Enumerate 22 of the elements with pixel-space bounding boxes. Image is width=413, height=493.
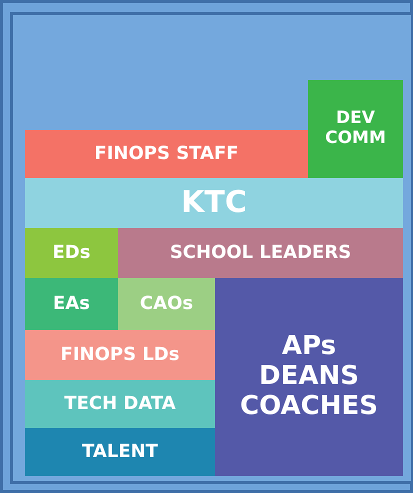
block-label: FINOPS STAFF bbox=[94, 144, 239, 164]
block-label: EAs bbox=[53, 294, 90, 314]
block bbox=[215, 278, 403, 476]
block-label: SCHOOL LEADERS bbox=[170, 242, 352, 264]
block bbox=[25, 278, 118, 330]
block bbox=[25, 178, 403, 228]
block bbox=[118, 278, 215, 330]
block-label: KTC bbox=[181, 186, 247, 220]
block-label: CAOs bbox=[140, 294, 194, 314]
block-label: EDs bbox=[52, 242, 90, 264]
block bbox=[25, 380, 215, 428]
block bbox=[25, 130, 308, 178]
block bbox=[25, 428, 215, 476]
block bbox=[118, 228, 403, 278]
block-label: TECH DATA bbox=[64, 394, 176, 414]
block bbox=[25, 330, 215, 380]
block bbox=[308, 80, 403, 178]
block-label: DEV COMM bbox=[324, 109, 387, 149]
block bbox=[25, 228, 118, 278]
block-label: APs DEANS COACHES bbox=[239, 332, 379, 422]
block-label: FINOPS LDs bbox=[60, 344, 180, 366]
block-label: TALENT bbox=[82, 442, 158, 462]
